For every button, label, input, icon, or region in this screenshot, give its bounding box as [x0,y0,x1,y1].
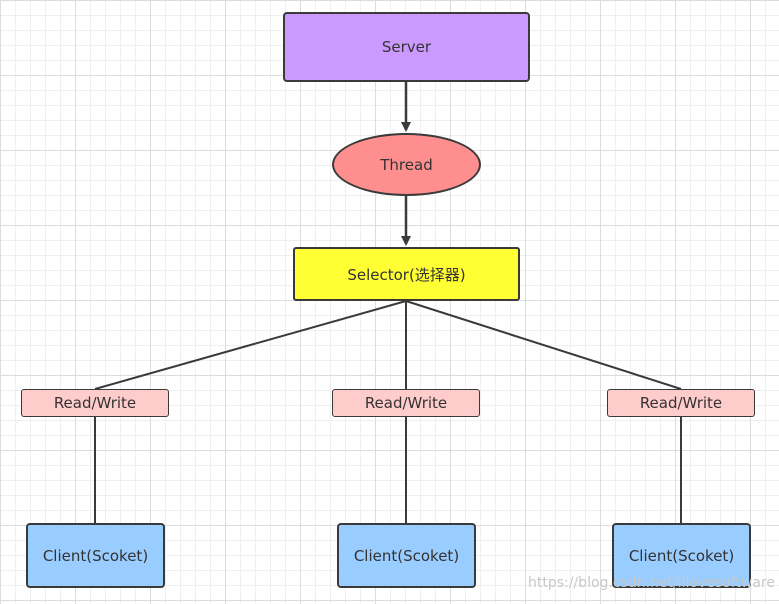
read-write-node-center: Read/Write [332,389,480,417]
read-write-node-left: Read/Write [21,389,169,417]
client-node-right: Client(Scoket) [612,523,751,588]
thread-node: Thread [332,133,481,196]
watermark-text: https://blog.csdn.net/lllovesoftware [528,575,776,591]
client-node-center: Client(Scoket) [337,523,476,588]
read-write-node-right: Read/Write [607,389,755,417]
selector-node: Selector(选择器) [293,247,520,301]
edge-selector-readwrite-right [405,300,682,390]
client-node-left: Client(Scoket) [26,523,165,588]
edge-selector-readwrite-left [94,300,407,390]
server-node: Server [283,12,530,82]
